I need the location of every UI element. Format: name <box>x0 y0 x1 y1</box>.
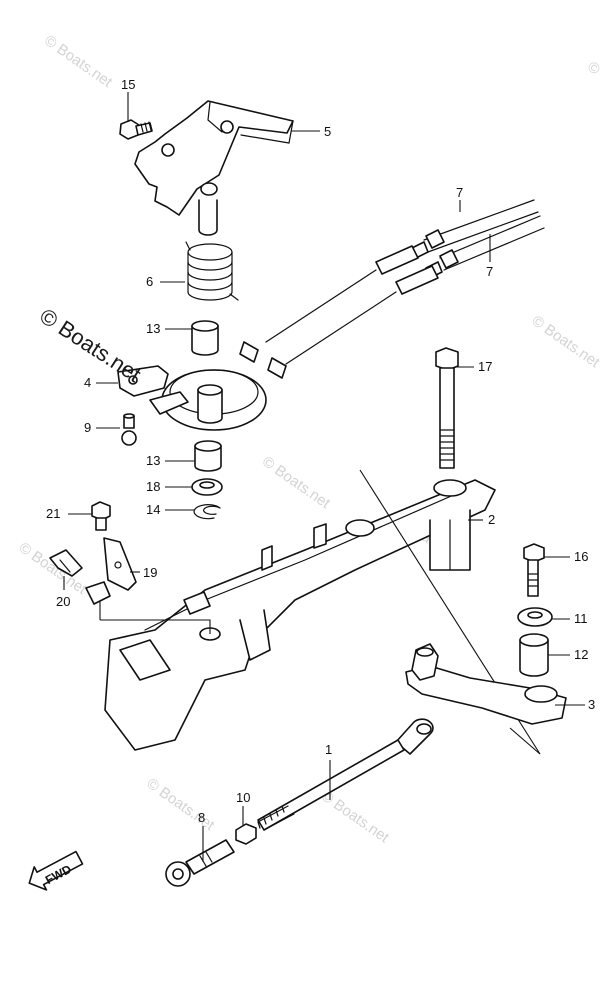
part-8-rod-end <box>165 839 235 887</box>
callout-10: 10 <box>236 790 250 805</box>
callout-8: 8 <box>198 810 205 825</box>
callout-19: 19 <box>143 565 157 580</box>
callout-16: 16 <box>574 549 588 564</box>
watermark: © Boats.net <box>584 58 600 117</box>
watermark: © Boats.net <box>259 453 334 512</box>
callout-3: 3 <box>588 697 595 712</box>
part-1-rod <box>257 718 434 831</box>
callout-11: 11 <box>574 611 588 626</box>
callout-12: 12 <box>574 647 588 662</box>
part-21-bolt <box>91 501 111 531</box>
part-20-clip <box>49 549 83 577</box>
watermark: © Boats.net <box>41 32 116 91</box>
part-4-lever <box>117 365 267 431</box>
callout-15: 15 <box>121 77 135 92</box>
fwd-arrow-icon: FWD <box>28 850 84 891</box>
callout-18: 18 <box>146 479 160 494</box>
part-19-bracket <box>85 537 137 605</box>
callout-leaders <box>63 92 585 862</box>
part-10-nut <box>235 823 257 845</box>
callout-1: 1 <box>325 742 332 757</box>
watermark: © Boats.net <box>143 775 218 834</box>
callout-5: 5 <box>324 124 331 139</box>
part-16-bolt <box>523 543 545 597</box>
callout-7-upper: 7 <box>456 185 463 200</box>
part-14-clip <box>193 504 221 520</box>
callout-21: 21 <box>46 506 60 521</box>
callout-4: 4 <box>84 375 91 390</box>
faint-watermarks: © Boats.net © Boats.net © Boats.net © Bo… <box>16 32 600 847</box>
part-9-ball-joint <box>121 413 137 446</box>
part-3-link-arm <box>405 643 567 725</box>
part-7-cables <box>239 199 545 379</box>
callout-20: 20 <box>56 594 70 609</box>
part-11-washer <box>517 607 553 627</box>
part-5-bracket <box>134 100 294 236</box>
callout-13-lower: 13 <box>146 453 160 468</box>
callout-numbers: 15 5 7 6 7 13 17 4 9 13 18 14 21 2 16 19… <box>46 77 595 825</box>
callout-14: 14 <box>146 502 160 517</box>
callout-7-lower: 7 <box>486 264 493 279</box>
part-2-main-bracket <box>104 479 496 751</box>
part-15-bolt <box>119 119 153 140</box>
callout-2: 2 <box>488 512 495 527</box>
watermark: © Boats.net <box>529 312 600 371</box>
watermark: © Boats.net <box>318 787 393 846</box>
callout-13-upper: 13 <box>146 321 160 336</box>
part-13-bushing-lower <box>194 440 222 472</box>
part-6-spring <box>185 241 239 301</box>
part-13-bushing-upper <box>191 320 219 356</box>
part-12-spacer <box>519 633 549 677</box>
callout-17: 17 <box>478 359 492 374</box>
part-18-washer <box>191 478 223 496</box>
callout-9: 9 <box>84 420 91 435</box>
part-17-bolt <box>435 347 459 469</box>
callout-6: 6 <box>146 274 153 289</box>
